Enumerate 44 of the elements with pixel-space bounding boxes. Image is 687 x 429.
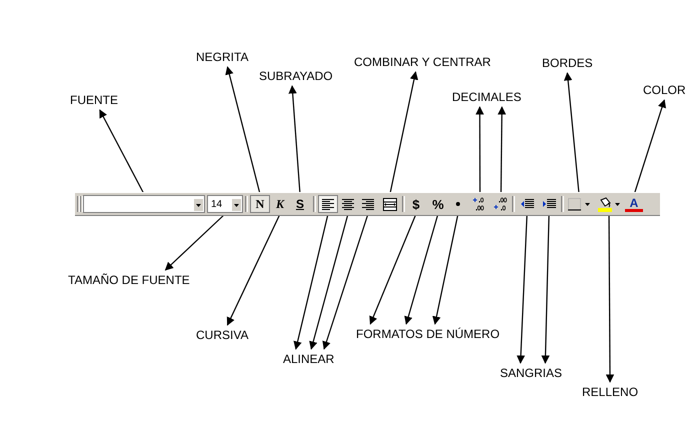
callout-label: NEGRITA (196, 50, 248, 64)
font-color-button: A (625, 196, 643, 212)
callout-label: CURSIVA (196, 328, 248, 342)
callout-label: RELLENO (582, 385, 638, 399)
leader-arrow (389, 71, 418, 194)
currency-button: $ (406, 195, 426, 213)
leader-arrow (476, 106, 484, 194)
callout-label: TAMAÑO DE FUENTE (68, 273, 190, 287)
percent-button: % (428, 195, 448, 213)
callout-label: COMBINAR Y CENTRAR (354, 55, 491, 69)
callout-label: FORMATOS DE NÚMERO (356, 327, 500, 341)
leader-arrow (432, 214, 459, 325)
callout-label: COLOR (643, 83, 686, 97)
leader-arrow (516, 214, 528, 364)
callout-label: FUENTE (70, 93, 118, 107)
toolbar (75, 192, 660, 216)
fill-color-button (595, 195, 623, 213)
callout-label: SUBRAYADO (259, 69, 333, 83)
leader-arrow (99, 109, 145, 194)
leader-arrow (164, 214, 226, 271)
leader-arrow (404, 214, 439, 325)
merge-center-button (380, 195, 400, 213)
leader-arrow (225, 66, 261, 194)
callout-label: DECIMALES (452, 90, 522, 104)
align-left-button (318, 195, 338, 213)
font-field (83, 195, 205, 213)
leader-arrow (541, 214, 550, 364)
underline-button: S (290, 195, 310, 213)
callout-label: ALINEAR (283, 352, 334, 366)
italic-button: K (270, 195, 290, 213)
leader-arrow (498, 106, 506, 194)
callout-label: BORDES (542, 56, 593, 70)
leader-arrow (564, 72, 580, 194)
leader-arrow (226, 214, 281, 326)
bold-button: N (250, 195, 270, 213)
leader-arrow (288, 85, 301, 194)
font-size-field: 14 (207, 195, 243, 213)
leader-arrow (294, 214, 329, 350)
leader-arrow (606, 214, 614, 383)
leader-arrow (369, 214, 417, 325)
leader-arrow (309, 214, 349, 350)
borders-button (565, 195, 593, 213)
leader-arrow (322, 214, 369, 350)
callout-label: SANGRIAS (500, 366, 562, 380)
